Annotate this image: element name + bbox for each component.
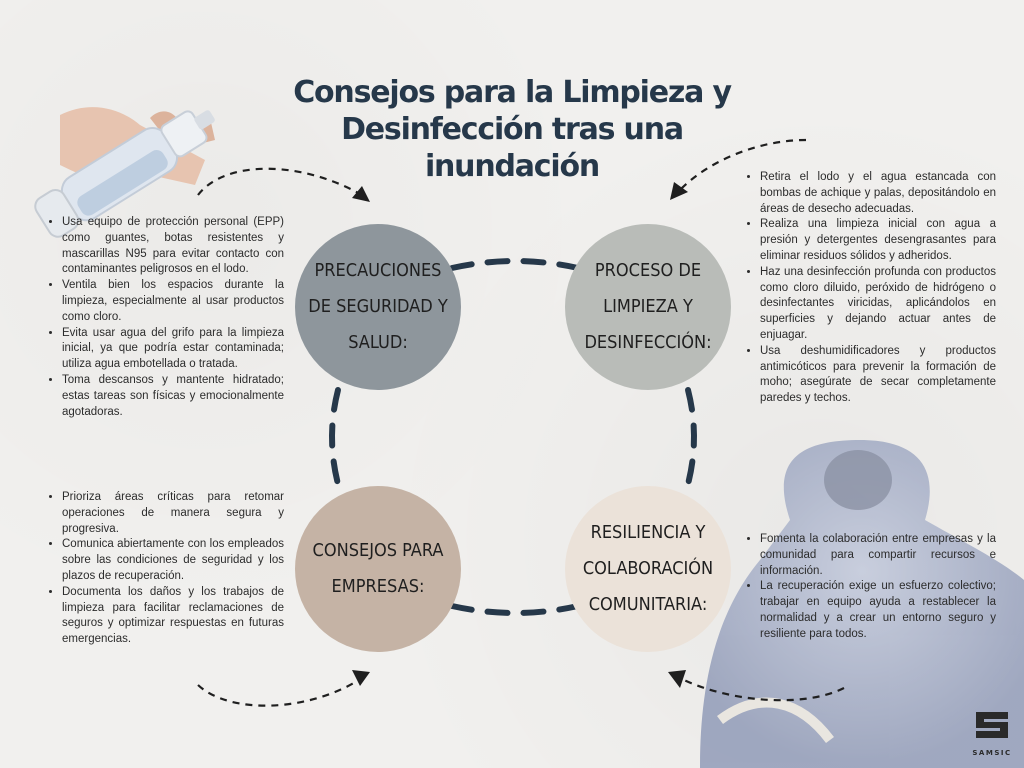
circle-label-line: COLABORACIÓN	[582, 558, 714, 579]
list-item: Ventila bien los espacios durante la lim…	[62, 278, 284, 325]
circle-label-line: PROCESO DE	[594, 260, 702, 281]
samsic-logo: SAMSIC	[966, 708, 1018, 757]
list-item: Haz una desinfección profunda con produc…	[760, 265, 996, 344]
list-item: Evita usar agua del grifo para la limpie…	[62, 326, 284, 373]
circle-business-tips: CONSEJOS PARA EMPRESAS:	[295, 486, 461, 652]
circle-cleaning-process: PROCESO DE LIMPIEZA Y DESINFECCIÓN:	[565, 224, 731, 390]
list-item: La recuperación exige un esfuerzo colect…	[760, 579, 996, 642]
list-business-tips: Prioriza áreas críticas para retomar ope…	[44, 490, 284, 648]
list-community-resilience: Fomenta la colaboración entre empresas y…	[742, 532, 996, 643]
list-item: Comunica abiertamente con los empleados …	[62, 537, 284, 584]
circle-label-line: DESINFECCIÓN:	[584, 332, 712, 353]
circle-security-health: PRECAUCIONES DE SEGURIDAD Y SALUD:	[295, 224, 461, 390]
list-item: Fomenta la colaboración entre empresas y…	[760, 532, 996, 579]
list-item: Prioriza áreas críticas para retomar ope…	[62, 490, 284, 537]
list-item: Retira el lodo y el agua estancada con b…	[760, 170, 996, 217]
logo-text: SAMSIC	[972, 749, 1012, 757]
list-item: Documenta los daños y los trabajos de li…	[62, 585, 284, 648]
circle-label-line: COMUNITARIA:	[588, 594, 708, 615]
circle-community-resilience: RESILIENCIA Y COLABORACIÓN COMUNITARIA:	[565, 486, 731, 652]
circle-label-line: SALUD:	[348, 332, 408, 353]
circle-label-line: DE SEGURIDAD Y	[308, 296, 448, 317]
list-item: Usa deshumidificadores y productos antim…	[760, 344, 996, 407]
circle-label-line: PRECAUCIONES	[314, 260, 442, 281]
circle-label-line: LIMPIEZA Y	[603, 296, 693, 317]
page-title: Consejos para la Limpieza y Desinfección…	[293, 75, 732, 184]
samsic-logo-icon	[976, 712, 1008, 738]
list-item: Toma descansos y mantente hidratado; est…	[62, 373, 284, 420]
circle-label-line: EMPRESAS:	[331, 576, 425, 597]
list-security-health: Usa equipo de protección personal (EPP) …	[44, 215, 284, 420]
circle-label-line: RESILIENCIA Y	[590, 522, 706, 543]
list-item: Usa equipo de protección personal (EPP) …	[62, 215, 284, 278]
list-item: Realiza una limpieza inicial con agua a …	[760, 217, 996, 264]
circle-label-line: CONSEJOS PARA	[312, 540, 444, 561]
list-cleaning-process: Retira el lodo y el agua estancada con b…	[742, 170, 996, 407]
